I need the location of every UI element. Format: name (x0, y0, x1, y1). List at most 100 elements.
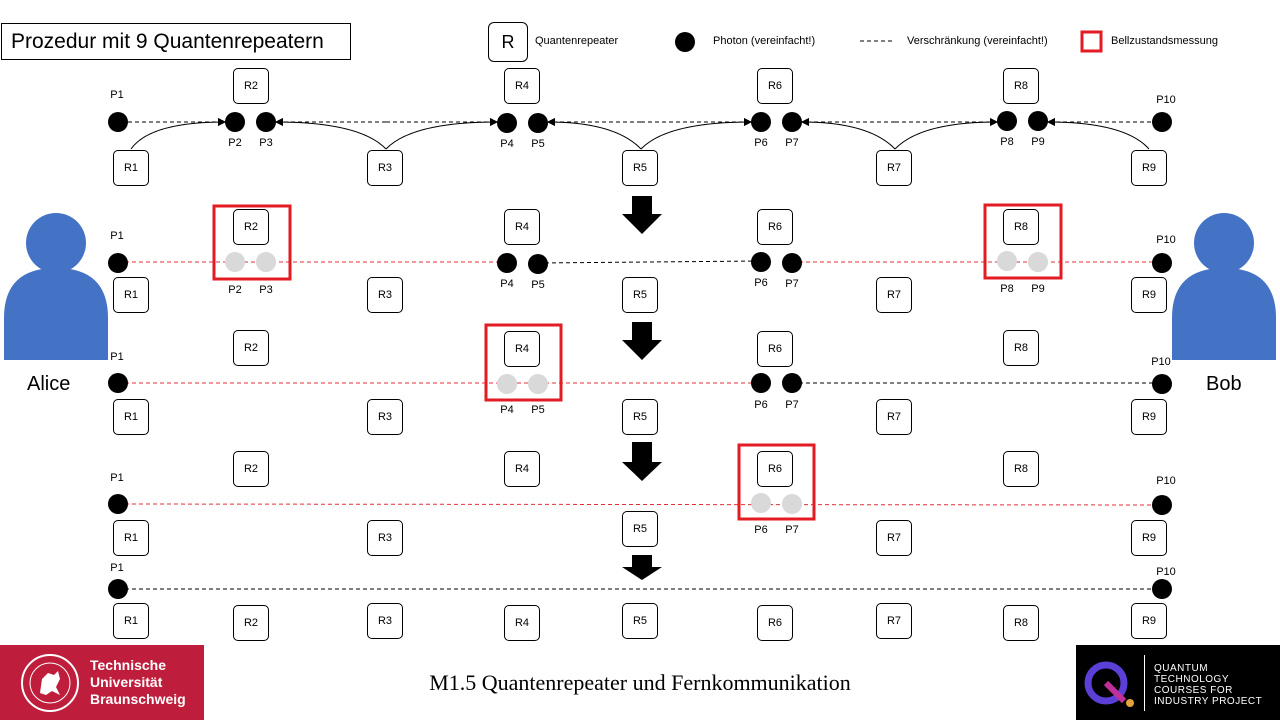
repeater-r1: R1 (113, 150, 149, 186)
photon-dot (751, 252, 771, 272)
bob-label: Bob (1206, 373, 1242, 395)
photon-label: P7 (785, 399, 799, 411)
photon-label: P6 (754, 399, 768, 411)
repeater-r9: R9 (1131, 277, 1167, 313)
repeater-r9: R9 (1131, 603, 1167, 639)
photon-label: P7 (785, 278, 799, 290)
repeater-r4: R4 (504, 451, 540, 487)
photon-label: P9 (1031, 136, 1045, 148)
repeater-r1: R1 (113, 520, 149, 556)
repeater-r6: R6 (757, 68, 793, 104)
photon-label: P9 (1031, 283, 1045, 295)
photon-label: P7 (785, 524, 799, 536)
photon-dot (108, 253, 128, 273)
repeater-r8: R8 (1003, 451, 1039, 487)
photon-label: P1 (110, 351, 124, 363)
photon-label: P4 (500, 278, 514, 290)
photon-dot (108, 112, 128, 132)
photon-label: P4 (500, 138, 514, 150)
repeater-r5: R5 (622, 603, 658, 639)
repeater-r1: R1 (113, 603, 149, 639)
down-arrow-icon (622, 555, 662, 580)
photon-dot (1152, 112, 1172, 132)
photon-label: P5 (531, 404, 545, 416)
photon-label: P8 (1000, 283, 1014, 295)
stage-1 (108, 111, 1172, 150)
alice-icon (4, 213, 108, 360)
repeater-r7: R7 (876, 150, 912, 186)
bell-measurement-box (983, 203, 1063, 280)
legend-repeater-symbol: R (488, 22, 528, 62)
alice-label: Alice (27, 373, 71, 395)
photon-dot (1152, 579, 1172, 599)
photon-label: P10 (1156, 94, 1176, 106)
page-title: Prozedur mit 9 Quantenrepeatern (1, 23, 351, 60)
repeater-r9: R9 (1131, 520, 1167, 556)
tu-braunschweig-logo: Technische Universität Braunschweig (0, 645, 204, 720)
repeater-r5: R5 (622, 150, 658, 186)
tu-name-line: Technische (90, 657, 166, 673)
repeater-r5: R5 (622, 277, 658, 313)
photon-label: P2 (228, 284, 242, 296)
down-arrow-icon (622, 196, 662, 234)
repeater-r3: R3 (367, 520, 403, 556)
repeater-r7: R7 (876, 277, 912, 313)
repeater-r5: R5 (622, 511, 658, 547)
repeater-r8: R8 (1003, 209, 1039, 245)
stage-3 (108, 323, 1172, 402)
repeater-r7: R7 (876, 520, 912, 556)
repeater-r7: R7 (876, 399, 912, 435)
photon-dot (1152, 374, 1172, 394)
repeater-r3: R3 (367, 150, 403, 186)
repeater-r9: R9 (1131, 150, 1167, 186)
qtip-name-line: QUANTUM (1154, 663, 1209, 674)
bell-measurement-box (484, 323, 563, 402)
legend-photon-icon (675, 32, 695, 52)
qtip-logo: QUANTUM TECHNOLOGY COURSES FOR INDUSTRY … (1076, 645, 1280, 720)
repeater-r6: R6 (757, 331, 793, 367)
qtip-name-line: TECHNOLOGY (1154, 674, 1230, 685)
photon-dot (497, 113, 517, 133)
photon-dot (528, 113, 548, 133)
measured-photon-dot (1028, 252, 1048, 272)
legend-repeater-label: Quantenrepeater (535, 35, 619, 47)
photon-label: P10 (1151, 356, 1171, 368)
repeater-r6: R6 (757, 605, 793, 641)
repeater-r3: R3 (367, 399, 403, 435)
photon-dot (256, 112, 276, 132)
photon-label: P5 (531, 138, 545, 150)
bell-measurement-box (737, 443, 816, 521)
repeater-r2: R2 (233, 209, 269, 245)
repeater-r2: R2 (233, 605, 269, 641)
photon-dot (1152, 495, 1172, 515)
measured-photon-dot (997, 251, 1017, 271)
photon-label: P10 (1156, 234, 1176, 246)
photon-dot (108, 373, 128, 393)
qtip-name-line: INDUSTRY PROJECT (1154, 696, 1263, 707)
repeater-r4: R4 (504, 331, 540, 367)
bob-icon (1172, 213, 1276, 360)
photon-dot (1028, 111, 1048, 131)
course-title: M1.5 Quantenrepeater und Fernkommunikati… (429, 670, 851, 695)
photon-dot (782, 112, 802, 132)
photon-label: P6 (754, 277, 768, 289)
repeater-r6: R6 (757, 209, 793, 245)
photon-dot (751, 373, 771, 393)
stage-4 (108, 443, 1172, 521)
measured-photon-dot (256, 252, 276, 272)
photon-label: P6 (754, 137, 768, 149)
repeater-r2: R2 (233, 330, 269, 366)
repeater-r8: R8 (1003, 68, 1039, 104)
repeater-r4: R4 (504, 68, 540, 104)
tu-name-line: Braunschweig (90, 691, 186, 707)
repeater-r1: R1 (113, 399, 149, 435)
repeater-r1: R1 (113, 277, 149, 313)
photon-label: P1 (110, 89, 124, 101)
repeater-r9: R9 (1131, 399, 1167, 435)
photon-dot (751, 112, 771, 132)
repeater-r3: R3 (367, 603, 403, 639)
repeater-r5: R5 (622, 399, 658, 435)
photon-dot (997, 111, 1017, 131)
legend-photon-label: Photon (vereinfacht!) (713, 35, 816, 47)
